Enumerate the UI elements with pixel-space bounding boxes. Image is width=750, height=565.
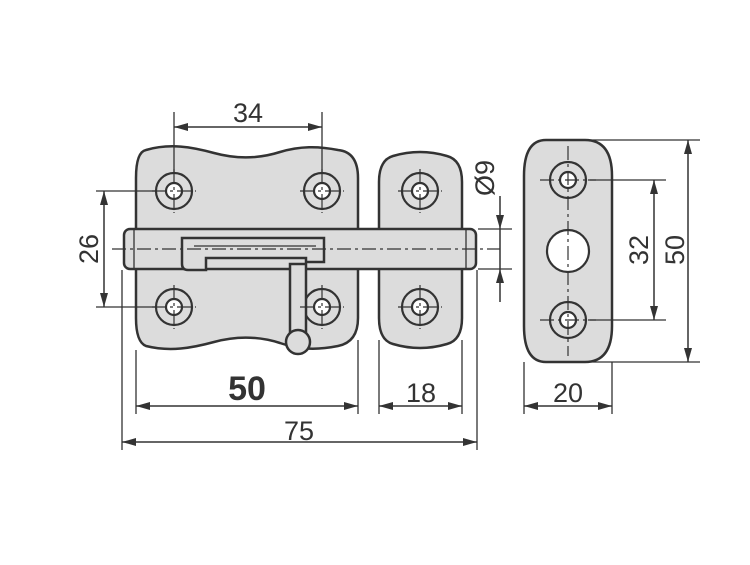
dim-label-d9: Ø9 bbox=[470, 160, 500, 196]
center-lines bbox=[112, 146, 596, 356]
dimension-lines bbox=[100, 123, 692, 446]
dim-label-18: 18 bbox=[406, 378, 436, 408]
dim-label-26: 26 bbox=[74, 234, 104, 264]
dim-label-50-side: 50 bbox=[660, 235, 690, 265]
bolt-handle-knob bbox=[284, 328, 312, 356]
dimension-labels: 34 26 50 18 75 Ø9 32 50 20 bbox=[74, 98, 690, 446]
bolt-handle bbox=[288, 262, 308, 340]
dim-label-50: 50 bbox=[228, 370, 266, 408]
dim-label-20: 20 bbox=[553, 378, 583, 408]
dim-label-75: 75 bbox=[284, 416, 314, 446]
extension-lines bbox=[96, 112, 700, 450]
dim-label-34: 34 bbox=[233, 98, 263, 128]
dim-label-32: 32 bbox=[624, 235, 654, 265]
